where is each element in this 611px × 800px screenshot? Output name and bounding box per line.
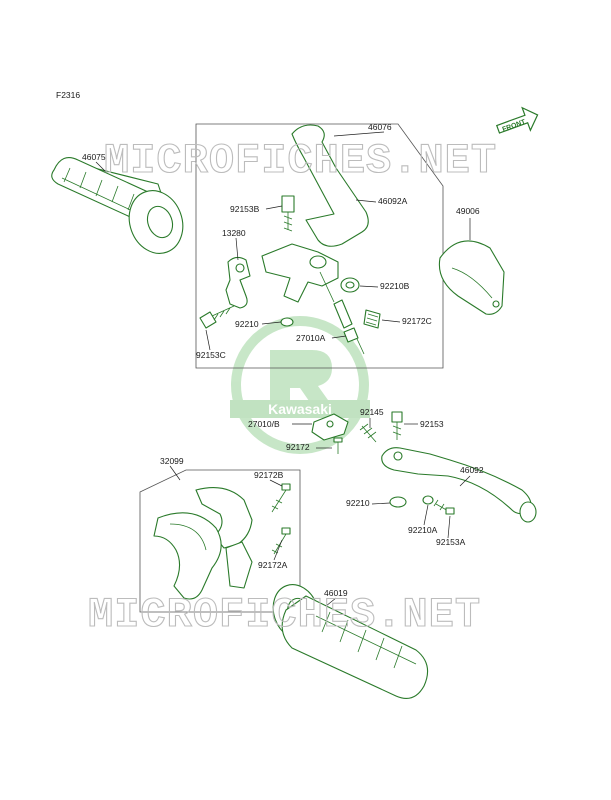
spring-92145 [359,423,377,443]
callout-92153B: 92153B [230,204,260,214]
lever-holder [261,243,339,303]
cable-adjuster-27010A [319,271,365,355]
left-grip-46075 [51,157,184,254]
lever-cover-49006 [438,240,505,315]
callout-46092: 46092 [460,465,484,475]
figure-code: F2316 [56,90,80,100]
callout-27010B: 27010/B [248,419,280,429]
screw-92172B [271,483,291,513]
kawasaki-logo-watermark: Kawasaki [230,316,370,454]
clutch-lever-46076 [291,124,369,247]
watermark-top: MICROFICHES.NET [104,137,497,185]
washer-92210A [422,495,434,505]
callout-46075: 46075 [82,152,106,162]
callout-92153A: 92153A [436,537,466,547]
callout-92153C: 92153C [196,350,226,360]
callout-32099: 32099 [160,456,184,466]
callout-92210B: 92210B [380,281,410,291]
callout-92172B: 92172B [254,470,284,480]
callout-92172: 92172 [286,442,310,452]
bolt-92153C [199,305,235,329]
brake-lever-46092 [381,447,537,523]
callout-46092A: 46092A [378,196,408,206]
nut-92210-brake [389,496,407,508]
callout-92210A: 92210A [408,525,438,535]
bolt-92153A [433,499,455,515]
callout-46076: 46076 [368,122,392,132]
throttle-housing-group-box [139,469,301,613]
callout-92172A: 92172A [258,560,288,570]
callout-92210-brake: 92210 [346,498,370,508]
nut-92210B [340,277,360,293]
callout-92153: 92153 [420,419,444,429]
callout-13280: 13280 [222,228,246,238]
throttle-housing-lower [153,512,222,600]
callout-92210: 92210 [235,319,259,329]
callout-46019: 46019 [324,588,348,598]
bolt-92153 [391,411,403,440]
brake-switch-27010B [311,413,349,441]
callout-49006: 49006 [456,206,480,216]
bolt-92153B [281,195,295,232]
front-arrow-icon: FRONT [495,106,539,134]
callout-27010A: 27010A [296,333,326,343]
screw-92172 [333,437,343,454]
throttle-housing-upper [195,487,253,589]
screw-92172A [271,527,291,555]
throttle-grip-46019 [272,584,429,699]
clamp-13280 [225,256,251,309]
watermark-bottom: MICROFICHES.NET [88,591,481,639]
screw-92172C [363,309,381,329]
callout-92145: 92145 [360,407,384,417]
washer-92210 [280,317,294,327]
logo-brand-text: Kawasaki [268,401,332,417]
callout-92172C: 92172C [402,316,432,326]
